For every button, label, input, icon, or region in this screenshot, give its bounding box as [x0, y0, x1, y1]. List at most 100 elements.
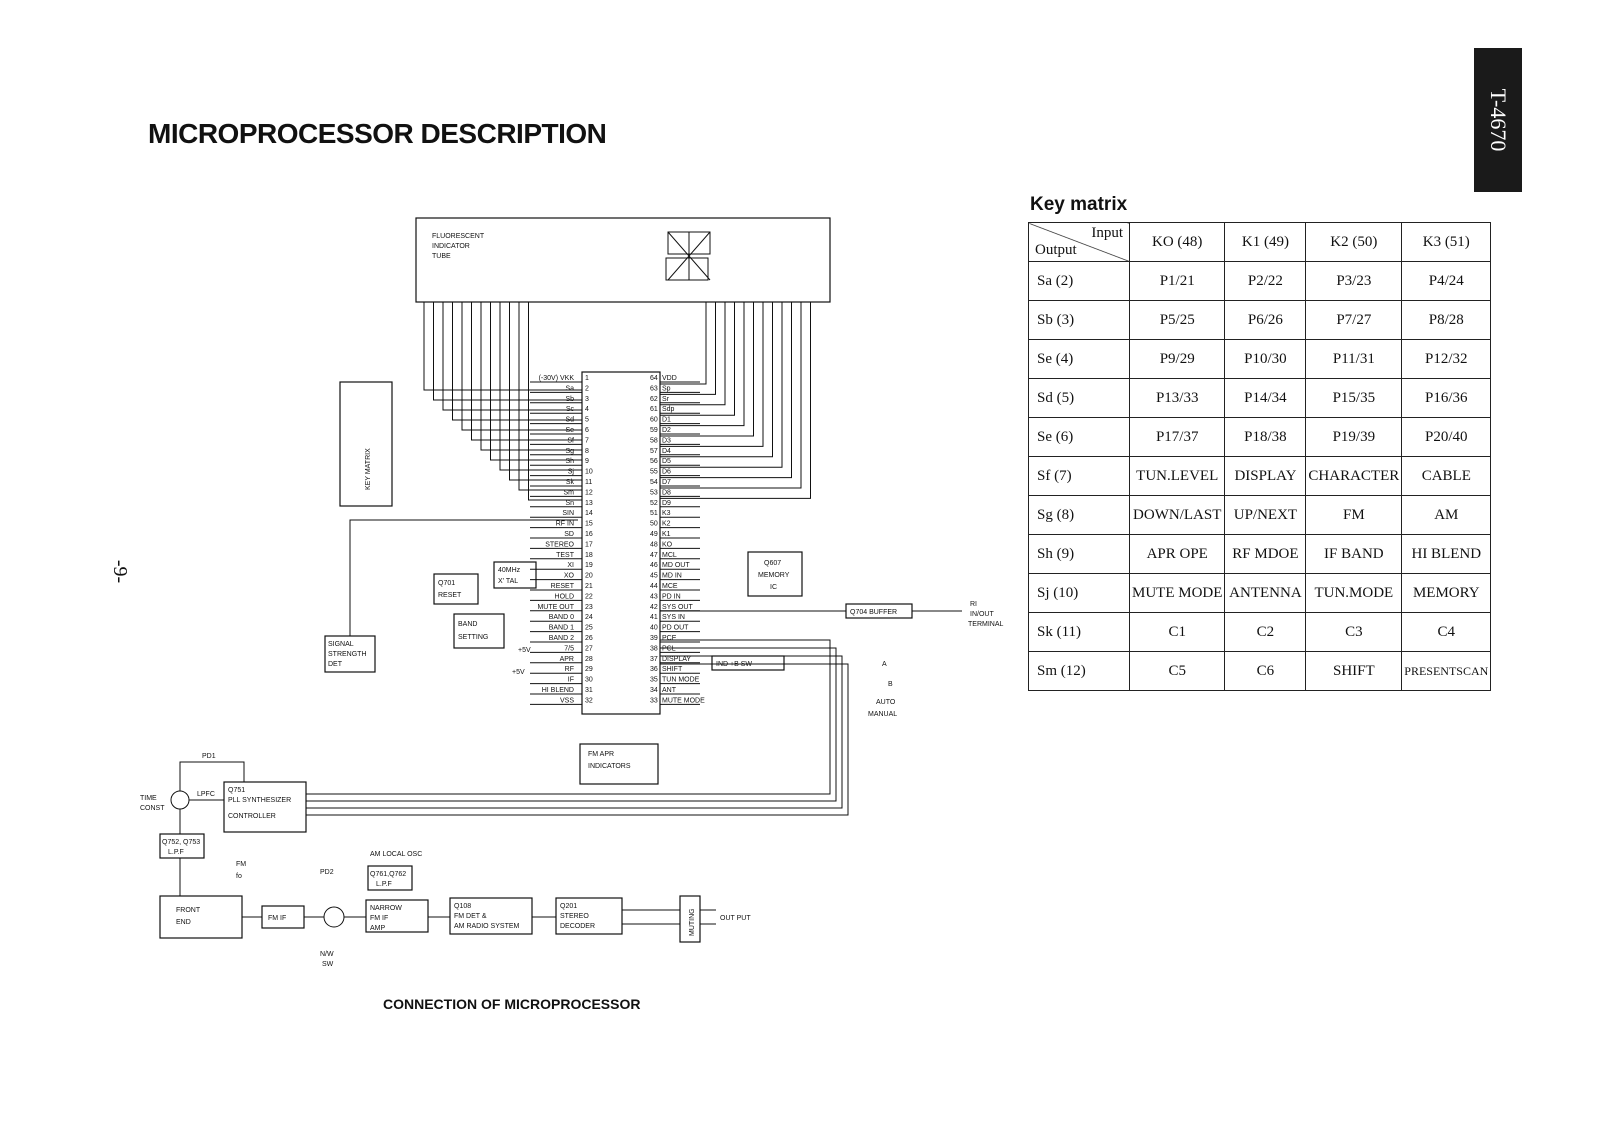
ic-left-pin-label: BAND 0 [549, 614, 574, 621]
ic-pin-number: 47 [650, 552, 658, 559]
ic-pin-number: 8 [585, 448, 589, 455]
ic-left-pin-label: SIN [562, 510, 574, 517]
ic-pin-number: 56 [650, 458, 658, 465]
key-matrix-cell: SHIFT [1305, 651, 1403, 691]
tube-grid-line [423, 302, 582, 391]
ic-pin-number: 19 [585, 562, 593, 569]
q201-label-1: Q201 [560, 903, 577, 910]
key-matrix-cell: P6/26 [1224, 300, 1307, 340]
ic-left-pin-label: (-30V) VKK [539, 375, 575, 382]
time-const-label-2: CONST [140, 805, 165, 812]
ic-pin-number: 24 [585, 614, 593, 621]
ic-pin-number: 17 [585, 541, 593, 548]
mixer-icon [170, 790, 190, 810]
switch-auto-label: AUTO [876, 699, 896, 706]
pll-label-3: CONTROLLER [228, 813, 276, 820]
key-matrix-column-header: K1 (49) [1224, 222, 1307, 262]
q701-reset-block [433, 573, 479, 605]
ic-right-pin-label: SYS OUT [662, 604, 693, 611]
key-matrix-cell: DOWN/LAST [1128, 495, 1226, 535]
ic-right-pin-label: PCE [662, 635, 677, 642]
ic-pin-number: 32 [585, 697, 593, 704]
pd1-label: PD1 [202, 753, 216, 760]
key-matrix-column-header: K2 (50) [1305, 222, 1403, 262]
ic-left-pin-label: HI BLEND [542, 687, 574, 694]
ic-right-pin-label: D3 [662, 437, 671, 444]
q201-block [555, 897, 623, 935]
ic-right-pin-label: MCE [662, 583, 678, 590]
ic-pin-number: 12 [585, 489, 593, 496]
key-matrix-column-header: KO (48) [1128, 222, 1226, 262]
key-matrix-cell: RF MDOE [1224, 534, 1307, 574]
lpf-label-1: Q752, Q753 [162, 839, 200, 846]
key-matrix-cell: P10/30 [1224, 339, 1307, 379]
pll-bus-line [306, 647, 837, 802]
xtal-label-2: X' TAL [498, 578, 518, 585]
ic-pin-number: 28 [585, 656, 593, 663]
key-matrix-cell: C1 [1128, 612, 1226, 652]
key-matrix-cell: UP/NEXT [1224, 495, 1307, 535]
key-matrix-cell: P7/27 [1305, 300, 1403, 340]
ic-right-pin-label: PD IN [662, 593, 681, 600]
key-matrix-cell: P19/39 [1305, 417, 1403, 457]
tube-segment-line [660, 302, 764, 447]
ic-pin-number: 39 [650, 635, 658, 642]
ic-right-pin-label: SYS IN [662, 614, 685, 621]
q607-label-2: MEMORY [758, 572, 790, 579]
fluorescent-label-3: TUBE [432, 253, 451, 260]
fluorescent-label-1: FLUORESCENT [432, 233, 485, 240]
ic-pin-number: 23 [585, 604, 593, 611]
ic-right-pin-label: TUN MODE [662, 677, 700, 684]
time-const-label-1: TIME [140, 795, 157, 802]
ic-left-pin-label: RF IN [556, 521, 574, 528]
tube-grid-line [490, 302, 582, 461]
front-end-label-2: END [176, 919, 191, 926]
ic-left-pin-label: Sg [565, 448, 574, 455]
ic-left-pin-label: Sk [566, 479, 575, 486]
ic-pin-number: 16 [585, 531, 593, 538]
front-end-label-1: FRONT [176, 907, 201, 914]
key-matrix-cell: P13/33 [1128, 378, 1226, 418]
ic-left-pin-label: Sm [564, 489, 575, 496]
fm-apr-block [579, 743, 659, 785]
key-matrix-cell: P8/28 [1401, 300, 1492, 340]
fluorescent-label-2: INDICATOR [432, 243, 470, 250]
ic-pin-number: 60 [650, 417, 658, 424]
ic-pin-number: 41 [650, 614, 658, 621]
ic-pin-number: 34 [650, 687, 658, 694]
ic-right-pin-label: KO [662, 541, 673, 548]
key-matrix-cell: MUTE MODE [1128, 573, 1226, 613]
ic-pin-number: 55 [650, 469, 658, 476]
fm-if-label: FM IF [268, 915, 286, 922]
tube-segment-line [660, 302, 773, 458]
band-setting-block [453, 613, 505, 649]
ic-right-pin-label: PD OUT [662, 625, 689, 632]
ic-pin-number: 6 [585, 427, 589, 434]
ic-right-pin-label: PCL [662, 645, 676, 652]
ic-right-pin-label: K1 [662, 531, 671, 538]
ic-pin-number: 51 [650, 510, 658, 517]
ic-pin-number: 36 [650, 666, 658, 673]
ic-pin-number: 31 [585, 687, 593, 694]
narrow-label-1: NARROW [370, 905, 402, 912]
key-matrix-cell: ANTENNA [1224, 573, 1307, 613]
ic-pin-number: 33 [650, 697, 658, 704]
q607-label-3: IC [770, 584, 777, 591]
ic-right-pin-label: D1 [662, 417, 671, 424]
key-matrix-output-label: Sj (10) [1028, 573, 1130, 613]
muting-block [679, 895, 701, 943]
ic-pin-number: 64 [650, 375, 658, 382]
fm-apr-label-1: FM APR [588, 751, 614, 758]
ic-right-pin-label: VDD [662, 375, 677, 382]
fluorescent-tube-block [415, 217, 831, 303]
ic-right-pin-label: D4 [662, 448, 671, 455]
ic-right-pin-label: MD OUT [662, 562, 690, 569]
lpf-label-2: L.P.F [168, 849, 184, 856]
ic-pin-number: 49 [650, 531, 658, 538]
ic-right-pin-label: DISPLAY [662, 656, 691, 663]
fm-fo-label-1: FM [236, 861, 246, 868]
